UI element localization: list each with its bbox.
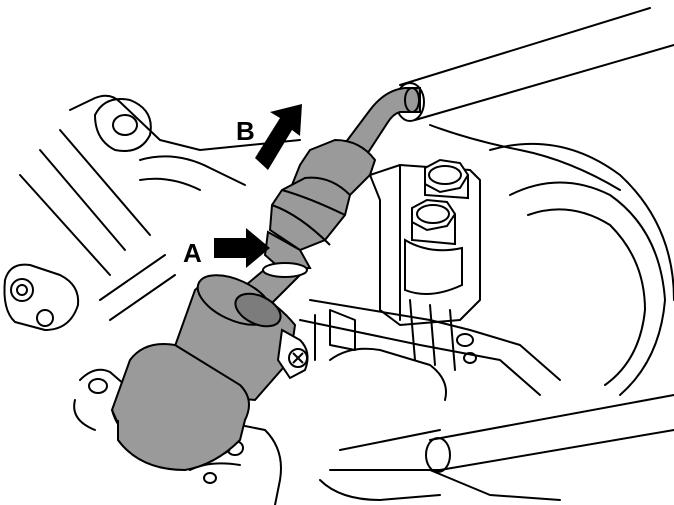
engine-frame-linework (3, 7, 674, 505)
bolt-upper (424, 158, 470, 200)
label-a: A (183, 238, 202, 268)
pipe-union-nut (263, 138, 377, 272)
master-cylinder (110, 262, 309, 472)
arrow-b (255, 104, 302, 170)
bolt-lower (404, 198, 463, 295)
label-b: B (236, 116, 255, 146)
arrow-a (214, 228, 270, 268)
